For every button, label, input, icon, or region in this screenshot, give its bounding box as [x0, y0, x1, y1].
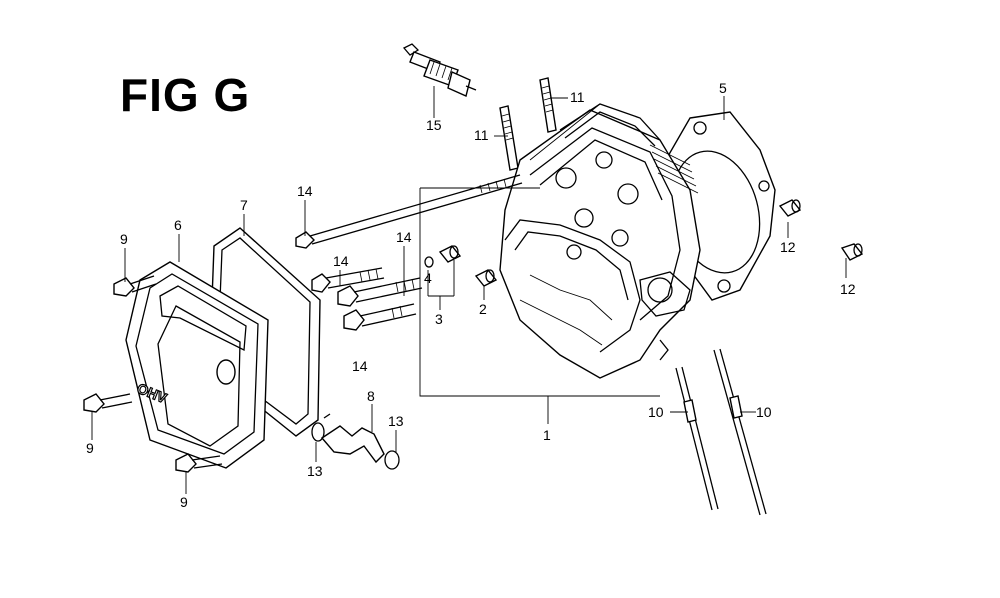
callout-14-bottom: 14 [352, 358, 368, 374]
tube-clamp-right [384, 450, 400, 470]
callout-8: 8 [367, 388, 375, 404]
dowel-pin-right [778, 199, 802, 217]
cover-bolt-bottom [175, 453, 223, 473]
callout-14-right: 14 [396, 229, 412, 245]
callout-10-left: 10 [648, 404, 664, 420]
callout-9-bottom: 9 [180, 494, 188, 510]
callout-6: 6 [174, 217, 182, 233]
callout-9-left: 9 [86, 440, 94, 456]
callout-14-top: 14 [297, 183, 313, 199]
leader-lines [91, 86, 847, 494]
valve-guide-collar [474, 269, 498, 287]
assembly-bracket [419, 103, 660, 397]
callout-7: 7 [240, 197, 248, 213]
callout-4: 4 [424, 270, 432, 286]
callout-3: 3 [435, 311, 443, 327]
callout-2: 2 [479, 301, 487, 317]
dowel-pin-far-right [840, 243, 864, 261]
head-bolt-long [295, 174, 523, 249]
stud-bolt-upper [539, 77, 557, 133]
valve-seal [424, 245, 462, 268]
callout-10-right: 10 [756, 404, 772, 420]
callout-9-upper: 9 [120, 231, 128, 247]
stud-bolt-lower [499, 105, 519, 171]
cylinder-head-cover: OHV [125, 261, 269, 469]
pushrod-right [713, 348, 767, 516]
callout-12-upper: 12 [780, 239, 796, 255]
callout-12-lower: 12 [840, 281, 856, 297]
callout-1: 1 [543, 427, 551, 443]
callout-11-lower: 11 [474, 127, 489, 143]
tube-clamp-left [311, 413, 331, 442]
cover-bolt-upper [113, 275, 157, 297]
head-bolt-upper [311, 267, 385, 293]
callout-5: 5 [719, 80, 727, 96]
callout-labels: 15 11 11 5 14 14 14 14 9 9 9 6 7 4 3 2 1… [86, 80, 856, 510]
cover-bolt-left [83, 393, 133, 413]
figure-title: FIG G [120, 69, 251, 121]
cylinder-head [499, 103, 701, 379]
head-bolt-middle [337, 277, 423, 307]
head-bolt-lower [343, 303, 417, 331]
callout-13-right: 13 [388, 413, 404, 429]
callout-14-left: 14 [333, 253, 349, 269]
spark-plug [402, 43, 477, 97]
callout-15: 15 [426, 117, 442, 133]
callout-11-upper: 11 [570, 89, 585, 105]
callout-13-left: 13 [307, 463, 323, 479]
pushrod-left [675, 366, 719, 511]
breather-tube [320, 425, 385, 464]
